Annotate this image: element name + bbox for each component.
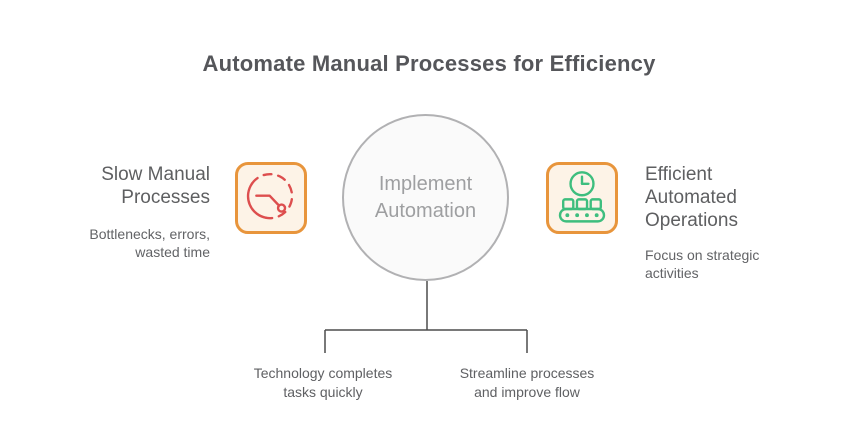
slow-clock-icon — [246, 172, 294, 220]
right-item-description: Focus on strategic activities — [645, 247, 760, 281]
center-node: Implement Automation — [342, 114, 509, 281]
branch-label-streamline: Streamline processes and improve flow — [459, 365, 595, 400]
branch-connector-lines — [324, 281, 528, 353]
conveyor-belt-clock-icon — [558, 171, 606, 223]
right-item-heading: Efficient Automated Operations — [645, 164, 738, 231]
center-node-label: Implement Automation — [374, 172, 477, 222]
slow-manual-processes-item: Slow Manual Processes Bottlenecks, error… — [72, 163, 210, 261]
branch-label-technology: Technology completes tasks quickly — [253, 365, 393, 400]
left-item-heading: Slow Manual Processes — [101, 164, 210, 208]
automated-operations-icon-box — [546, 162, 618, 234]
efficient-operations-item: Efficient Automated Operations Focus on … — [645, 163, 770, 282]
page-title: Automate Manual Processes for Efficiency — [202, 51, 656, 76]
slow-processes-icon-box — [235, 162, 307, 234]
left-item-description: Bottlenecks, errors, wasted time — [89, 226, 210, 260]
